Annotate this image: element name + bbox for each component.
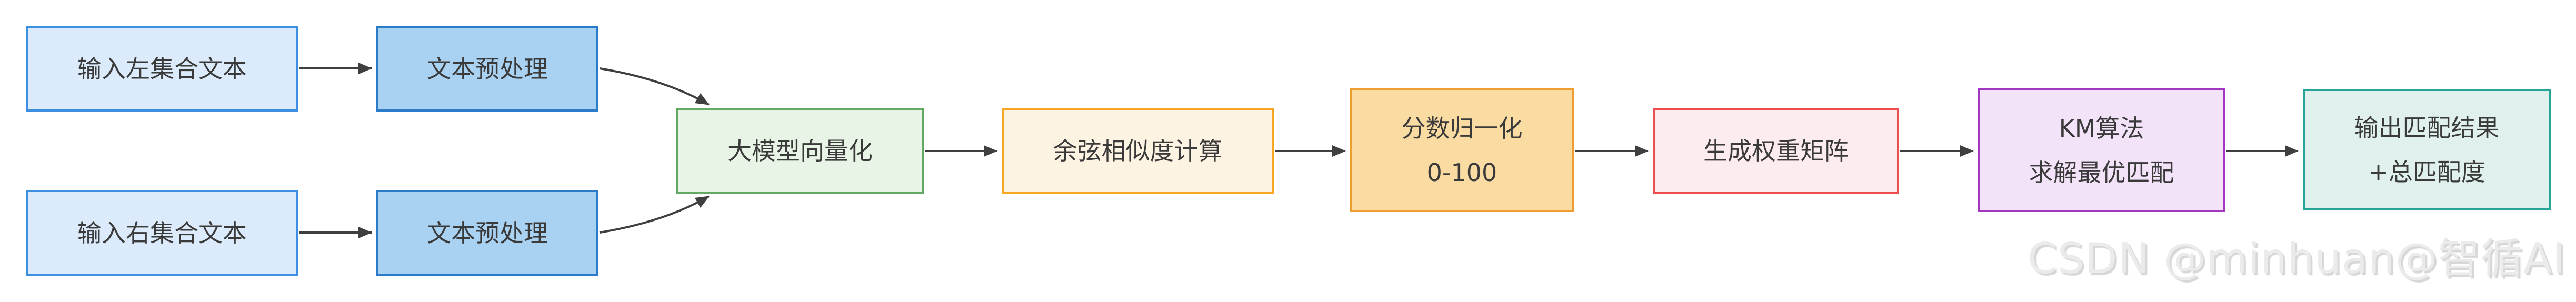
node-km-label-line2: 求解最优匹配 [2029, 158, 2174, 187]
node-normalize: 分数归一化 0-100 [1350, 88, 1574, 212]
node-preprocess-top: 文本预处理 [376, 26, 598, 112]
arrow-preprocess-top-to-vectorize [599, 67, 710, 106]
node-output: 输出匹配结果 +总匹配度 [2303, 89, 2551, 210]
node-input-right: 输入右集合文本 [26, 190, 298, 276]
node-normalize-label-line2: 0-100 [1426, 158, 1497, 187]
arrow-preprocess-bottom-to-vectorize [599, 195, 710, 234]
node-output-label-line1: 输出匹配结果 [2354, 113, 2500, 142]
csdn-watermark: CSDN @minhuan@智循AI [2028, 234, 2565, 283]
node-weight-matrix-label: 生成权重矩阵 [1703, 136, 1849, 165]
node-preprocess-bottom: 文本预处理 [376, 190, 598, 276]
node-normalize-label-line1: 分数归一化 [1401, 114, 1523, 143]
node-cosine-label: 余弦相似度计算 [1053, 136, 1223, 165]
node-input-left-label: 输入左集合文本 [77, 54, 247, 83]
node-weight-matrix: 生成权重矩阵 [1653, 108, 1899, 194]
node-input-left: 输入左集合文本 [26, 26, 298, 112]
node-cosine: 余弦相似度计算 [1002, 108, 1274, 194]
node-input-right-label: 输入右集合文本 [77, 218, 247, 247]
node-preprocess-bottom-label: 文本预处理 [427, 218, 548, 247]
node-km: KM算法 求解最优匹配 [1978, 88, 2225, 212]
node-output-label-line2: +总匹配度 [2368, 157, 2485, 186]
node-vectorize-label: 大模型向量化 [727, 136, 873, 165]
node-km-label-line1: KM算法 [2059, 114, 2144, 143]
node-preprocess-top-label: 文本预处理 [427, 54, 548, 83]
node-vectorize: 大模型向量化 [676, 108, 924, 194]
